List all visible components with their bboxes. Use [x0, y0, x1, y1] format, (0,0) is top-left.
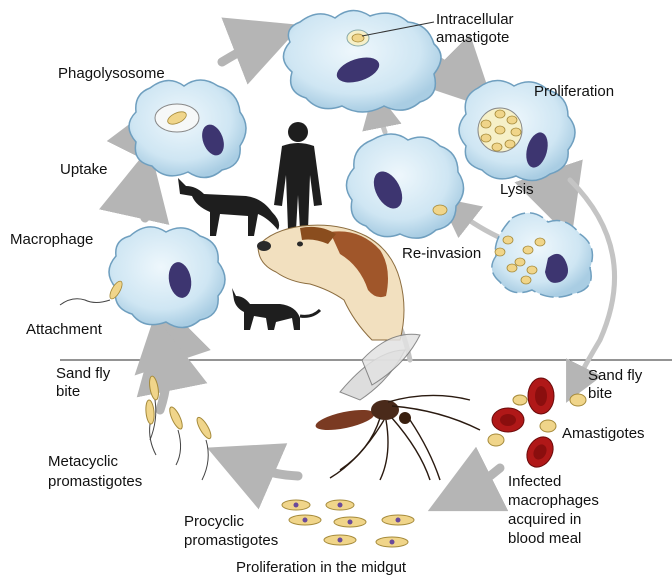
- label-sandfly-bite-left-line2: bite: [56, 383, 80, 400]
- dog-head: [257, 225, 404, 340]
- fox-silhouette: [178, 178, 279, 236]
- label-sandfly-bite-right-line1: Sand fly: [588, 367, 643, 384]
- flagellum: [60, 299, 110, 305]
- arrow-intracellular-to-proliferation: [440, 62, 470, 85]
- cell-lysis: [492, 213, 593, 297]
- label-midgut: Proliferation in the midgut: [236, 559, 407, 576]
- label-infected-line2: macrophages: [508, 492, 599, 509]
- fly-head: [399, 412, 411, 424]
- label-amastigotes: Amastigotes: [562, 425, 645, 442]
- label-macrophage: Macrophage: [10, 231, 93, 248]
- cell-phagolysosome: [129, 80, 246, 178]
- fly-thorax: [371, 400, 399, 420]
- label-attachment: Attachment: [26, 321, 103, 338]
- fly-abdomen: [314, 406, 376, 434]
- label-procyclic-line2: promastigotes: [184, 532, 278, 549]
- arrow-phagolysosome-to-intracellular: [222, 38, 268, 62]
- amastigote: [433, 205, 447, 215]
- arrow-macrophage-to-uptake: [141, 182, 145, 218]
- label-reinvasion: Re-invasion: [402, 245, 481, 262]
- label-proliferation: Proliferation: [534, 83, 614, 100]
- label-sandfly-bite-right-line2: bite: [588, 385, 612, 402]
- cat-silhouette: [232, 288, 320, 330]
- arrow-metacyclic-to-bite: [160, 355, 167, 410]
- dog-eye: [297, 242, 303, 247]
- cell-reinvasion: [346, 134, 463, 238]
- label-metacyclic-line1: Metacyclic: [48, 453, 119, 470]
- label-metacyclic-line2: promastigotes: [48, 473, 142, 490]
- label-intracellular-line2: amastigote: [436, 29, 509, 46]
- arrow-meal-to-midgut: [460, 468, 500, 495]
- metacyclic-promastigotes: [145, 375, 213, 480]
- label-intracellular-line1: Intracellular: [436, 11, 514, 28]
- label-procyclic-line1: Procyclic: [184, 513, 245, 530]
- label-infected-line3: acquired in: [508, 511, 581, 528]
- human-silhouette: [274, 122, 322, 230]
- arrow-procyclic-to-metacyclic: [240, 462, 298, 476]
- dog-nose: [257, 241, 271, 251]
- label-infected-line4: blood meal: [508, 530, 581, 547]
- sand-fly: [314, 334, 480, 480]
- arrow-bite-to-attachment: [160, 330, 175, 350]
- procyclic-promastigotes: [282, 500, 414, 547]
- label-sandfly-bite-left-line1: Sand fly: [56, 365, 111, 382]
- arrow-reinvasion-up: [378, 108, 385, 132]
- arrow-reinvasion: [455, 210, 505, 240]
- amastigote: [352, 34, 364, 42]
- label-phagolysosome: Phagolysosome: [58, 65, 165, 82]
- label-infected-line1: Infected: [508, 473, 561, 490]
- label-lysis: Lysis: [500, 181, 534, 198]
- label-uptake: Uptake: [60, 161, 108, 178]
